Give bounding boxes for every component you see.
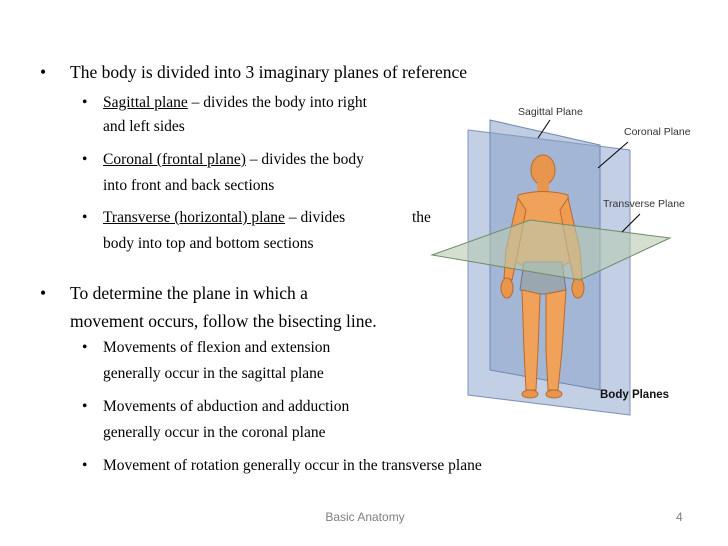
sagittal-desc: – divides the body into right bbox=[187, 94, 367, 111]
bullet-dot: • bbox=[82, 457, 88, 474]
bullet-dot: • bbox=[40, 62, 47, 82]
flexion-text-line2: generally occur in the sagittal plane bbox=[103, 365, 324, 382]
rotation-text: Movement of rotation generally occur in … bbox=[103, 457, 482, 474]
body-planes-figure: Sagittal Plane Coronal Plane Transverse … bbox=[430, 106, 691, 416]
transverse-desc: – divides bbox=[284, 209, 346, 226]
bullet-dot: • bbox=[82, 94, 88, 111]
coronal-desc-line2: into front and back sections bbox=[103, 177, 275, 194]
transverse-the-text: the bbox=[412, 209, 431, 226]
flexion-text: Movements of flexion and extension bbox=[103, 339, 331, 356]
figure-caption: Body Planes bbox=[600, 389, 669, 401]
label-transverse-plane: Transverse Plane bbox=[603, 198, 685, 210]
label-sagittal-plane: Sagittal Plane bbox=[518, 106, 583, 118]
transverse-desc-line2: body into top and bottom sections bbox=[103, 235, 314, 252]
transverse-term: Transverse (horizontal) plane bbox=[103, 209, 285, 226]
sagittal-desc-line2: and left sides bbox=[103, 118, 185, 135]
bullet-text: The body is divided into 3 imaginary pla… bbox=[70, 62, 468, 82]
abduction-text-line2: generally occur in the coronal plane bbox=[103, 424, 326, 441]
abduction-text: Movements of abduction and adduction bbox=[103, 398, 350, 415]
bullet-text: To determine the plane in which a bbox=[70, 283, 308, 303]
bullet-dot: • bbox=[82, 398, 88, 415]
coronal-desc: – divides the body bbox=[245, 151, 364, 168]
bullet-dot: • bbox=[82, 339, 88, 356]
bullet-dot: • bbox=[40, 283, 47, 303]
page-number: 4 bbox=[676, 510, 683, 524]
sagittal-term: Sagittal plane bbox=[103, 94, 188, 111]
transverse-the: the bbox=[412, 203, 431, 232]
bullet-dot: • bbox=[82, 209, 88, 226]
coronal-term: Coronal (frontal plane) bbox=[103, 151, 246, 168]
bullet-text-line2: movement occurs, follow the bisecting li… bbox=[70, 311, 377, 331]
transverse-plane bbox=[430, 219, 672, 281]
bullet-dot: • bbox=[82, 151, 88, 168]
footer-title: Basic Anatomy bbox=[325, 510, 405, 524]
label-coronal-plane: Coronal Plane bbox=[624, 126, 691, 138]
